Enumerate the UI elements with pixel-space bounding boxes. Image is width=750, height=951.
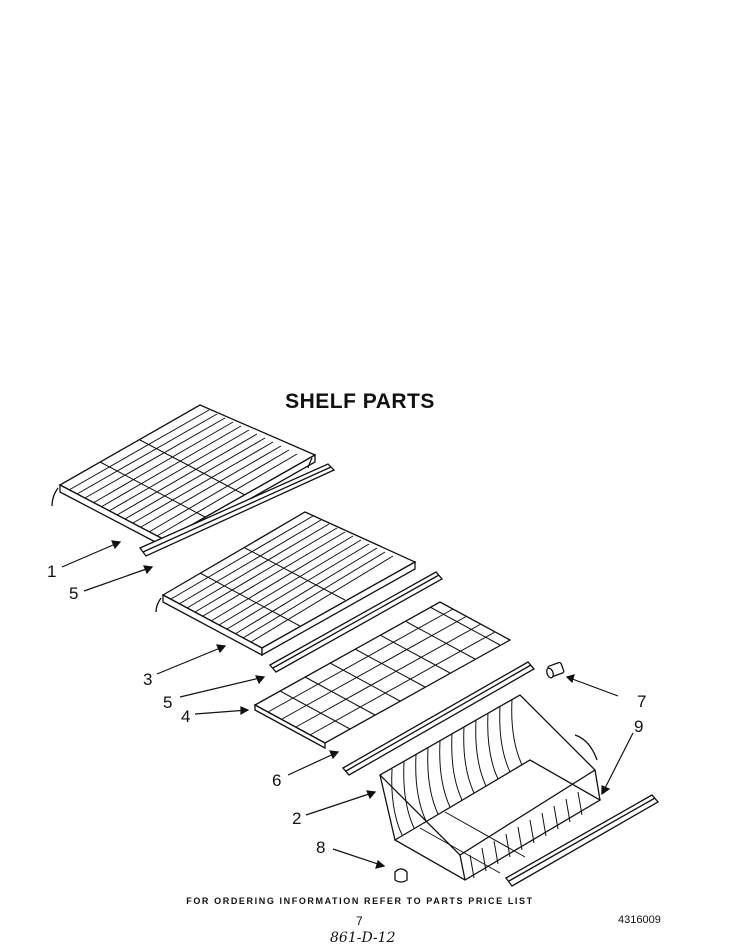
wire-shelf-flat bbox=[253, 601, 512, 750]
callout-3: 3 bbox=[143, 670, 152, 689]
trim-strip-upper bbox=[138, 463, 336, 557]
callout-5-upper: 5 bbox=[69, 584, 78, 603]
callout-2: 2 bbox=[292, 809, 301, 828]
wire-shelf-top bbox=[51, 404, 317, 549]
diagram-title: SHELF PARTS bbox=[285, 390, 435, 413]
wire-shelf-middle bbox=[155, 511, 417, 657]
shelf-middle-wires bbox=[170, 515, 394, 643]
callout-9: 9 bbox=[634, 717, 643, 736]
callout-5-lower: 5 bbox=[163, 693, 172, 712]
clip-part bbox=[394, 868, 408, 883]
trim-strip-lower bbox=[268, 571, 444, 673]
callout-8: 8 bbox=[316, 838, 325, 857]
part-code: 4316009 bbox=[618, 914, 661, 926]
handwritten-code: 861-D-12 bbox=[330, 930, 396, 946]
basket-wires bbox=[391, 698, 583, 879]
callout-6: 6 bbox=[272, 771, 281, 790]
shelf-flat-wires bbox=[267, 606, 501, 736]
shelf-top-wires bbox=[68, 409, 298, 537]
callout-1: 1 bbox=[47, 562, 56, 581]
wire-basket bbox=[378, 694, 602, 881]
callout-4: 4 bbox=[181, 707, 190, 726]
trim-strip-6 bbox=[341, 661, 536, 776]
leader-lines bbox=[61, 540, 634, 869]
trim-strip-9 bbox=[505, 794, 660, 887]
callout-numbers: 1 5 3 5 4 6 2 7 9 8 bbox=[47, 562, 646, 857]
ordering-note: FOR ORDERING INFORMATION REFER TO PARTS … bbox=[186, 896, 534, 906]
callout-7: 7 bbox=[637, 692, 646, 711]
page-number: 7 bbox=[356, 914, 363, 928]
roller-part bbox=[546, 661, 565, 679]
